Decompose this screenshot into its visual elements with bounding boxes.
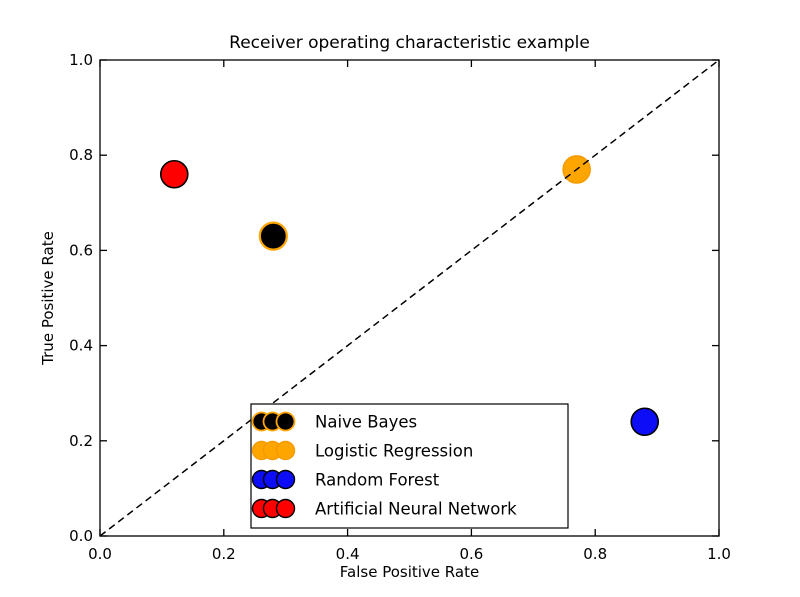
- y-tick-label: 0.4: [69, 337, 93, 355]
- legend-swatch: [275, 469, 296, 490]
- legend-swatch: [275, 440, 296, 461]
- legend-label: Random Forest: [315, 470, 440, 489]
- y-tick-label: 0.6: [69, 241, 93, 259]
- legend-label: Logistic Regression: [315, 441, 473, 460]
- data-point-naive-bayes: [258, 221, 288, 251]
- x-tick-label: 0.0: [88, 545, 112, 563]
- legend-swatch: [275, 498, 296, 519]
- data-point-random-forest: [630, 407, 660, 437]
- y-tick-label: 0.2: [69, 432, 93, 450]
- chart-title: Receiver operating characteristic exampl…: [229, 33, 590, 53]
- y-axis-label: True Positive Rate: [39, 231, 57, 365]
- legend-swatch: [275, 411, 296, 432]
- diagonal-reference-line: [99, 59, 720, 537]
- legend-label: Naive Bayes: [315, 412, 417, 431]
- legend-label: Artificial Neural Network: [315, 499, 517, 518]
- data-point-artificial-neural-network: [159, 159, 189, 189]
- x-tick-label: 0.2: [212, 545, 236, 563]
- x-tick-label: 1.0: [707, 545, 731, 563]
- x-tick-label: 0.6: [459, 545, 483, 563]
- x-axis-label: False Positive Rate: [339, 563, 480, 581]
- x-tick-label: 0.4: [336, 545, 360, 563]
- axes-frame: [99, 59, 720, 537]
- y-tick-label: 0.8: [69, 146, 93, 164]
- x-tick-label: 0.8: [583, 545, 607, 563]
- y-tick-label: 1.0: [69, 51, 93, 69]
- legend-box: [250, 403, 569, 529]
- y-tick-label: 0.0: [69, 527, 93, 545]
